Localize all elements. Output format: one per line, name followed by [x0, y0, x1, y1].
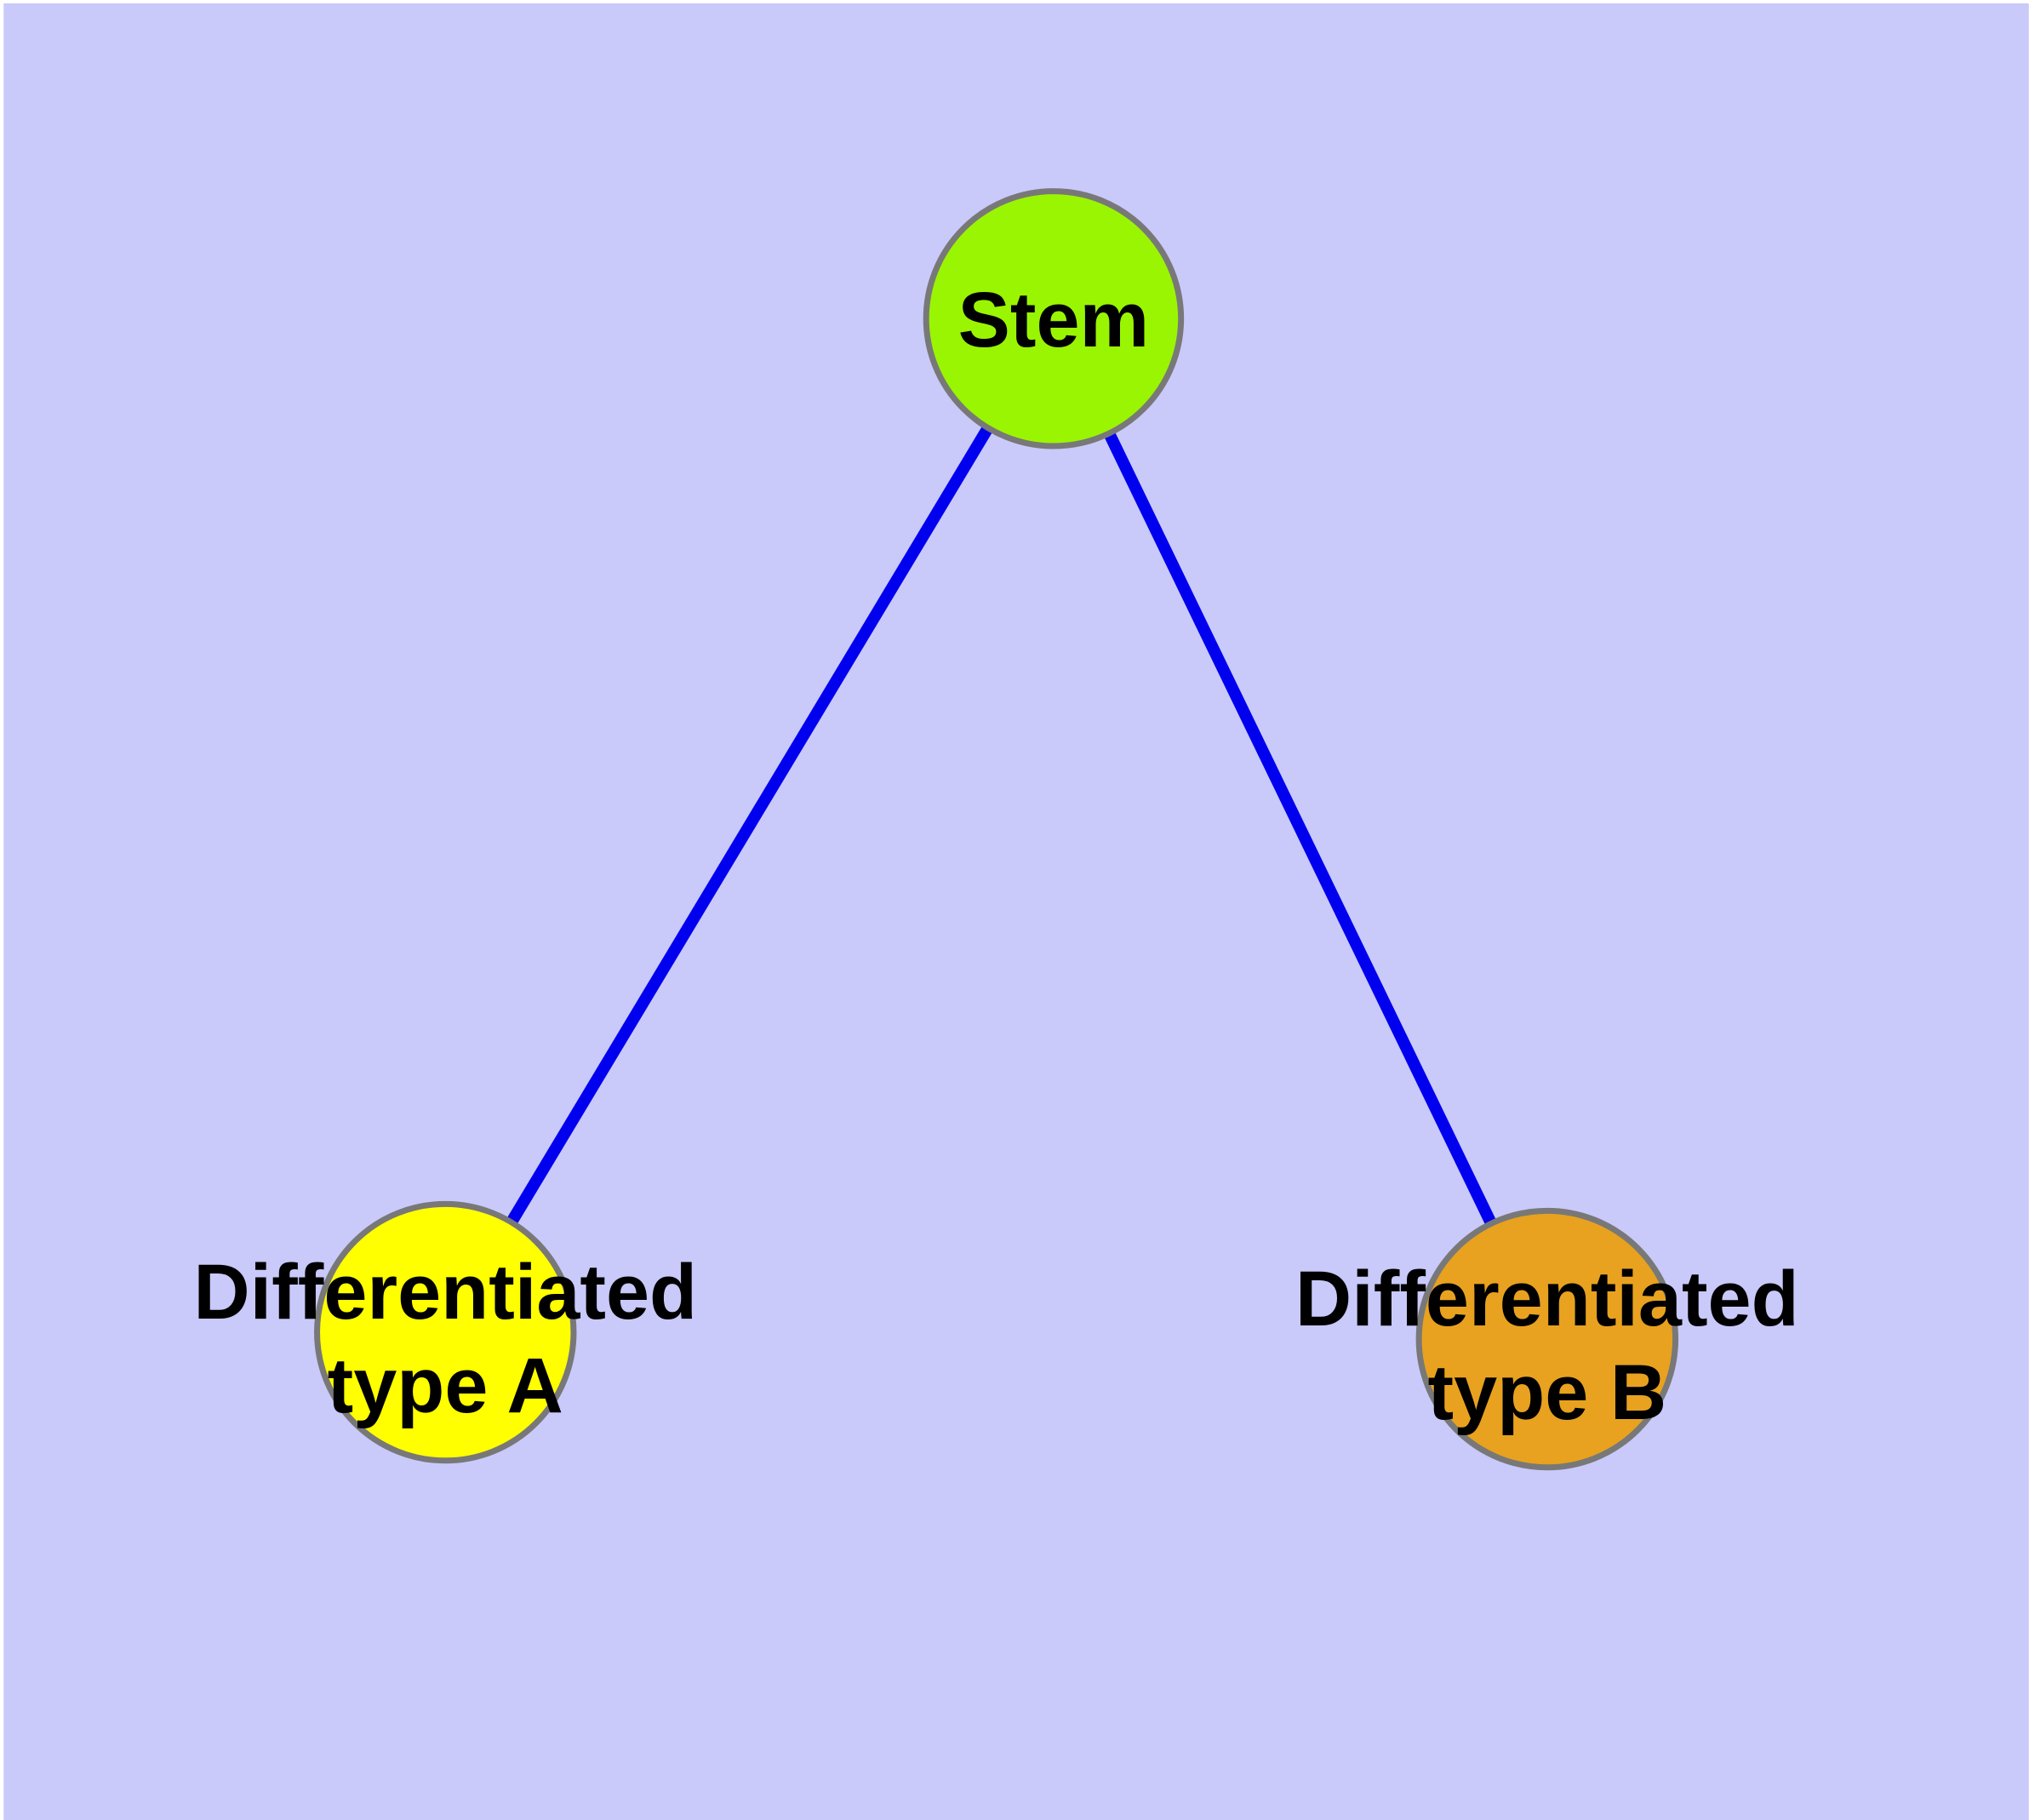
- edge-stem-to-type-b: [1048, 316, 1553, 1342]
- node-stem: [923, 188, 1185, 449]
- node-type-a-label-line2: type A: [328, 1342, 563, 1429]
- node-type-b-label-line1: Differentiated: [1295, 1256, 1799, 1342]
- edge-stem-to-type-a: [440, 315, 1059, 1336]
- node-type-a-label-line1: Differentiated: [193, 1249, 697, 1336]
- node-differentiated-type-b: [1415, 1207, 1679, 1471]
- node-differentiated-type-a: [314, 1200, 577, 1464]
- graph-svg: Stem Differentiated type A Differentiate…: [3, 3, 2029, 1820]
- node-type-b-label-line2: type B: [1428, 1349, 1667, 1436]
- node-stem-label: Stem: [958, 277, 1150, 363]
